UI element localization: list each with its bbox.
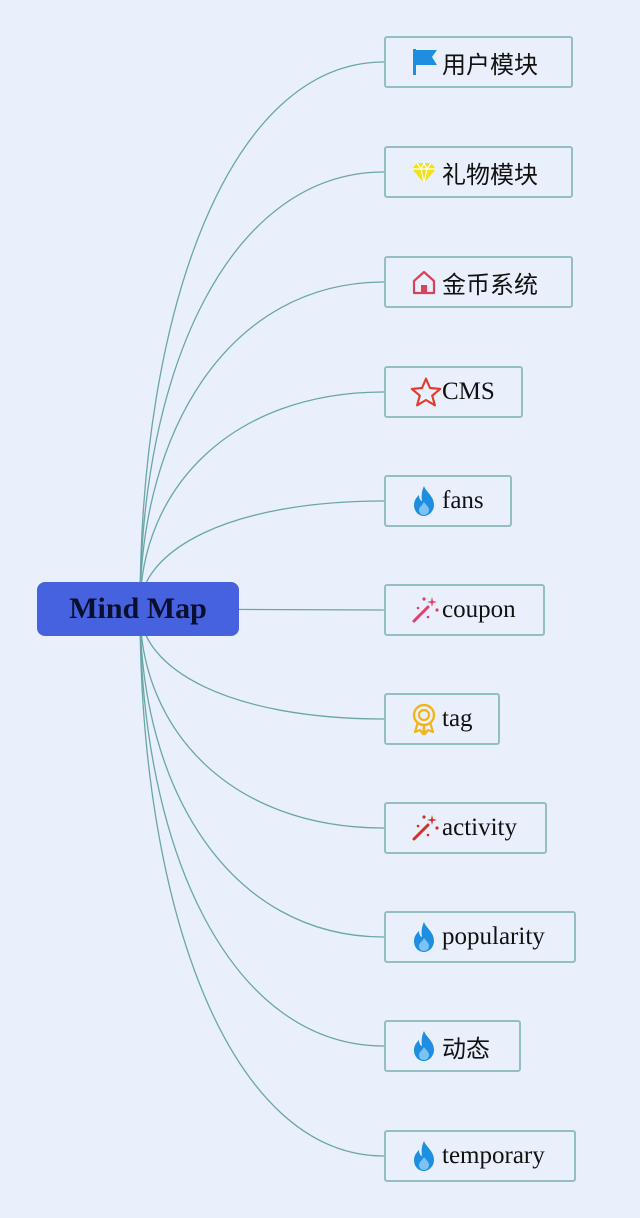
- connector-line: [139, 281, 385, 610]
- topic-label: popularity: [442, 923, 545, 950]
- fire-icon: [410, 1140, 442, 1172]
- topic-node[interactable]: coupon: [384, 584, 545, 636]
- topic-label: activity: [442, 814, 517, 841]
- topic-label: 礼物模块: [442, 160, 538, 189]
- topic-node[interactable]: activity: [384, 802, 547, 854]
- topic-node[interactable]: fans: [384, 475, 512, 527]
- connector-line: [139, 171, 385, 610]
- magic-wand-icon: [410, 812, 442, 844]
- topic-label: 金币系统: [442, 270, 538, 299]
- star-icon: [410, 376, 442, 408]
- root-node[interactable]: Mind Map: [37, 582, 239, 636]
- topic-node[interactable]: 礼物模块: [384, 146, 573, 198]
- topic-label: 用户模块: [442, 50, 538, 79]
- connector-line: [139, 608, 385, 1047]
- flag-icon: [410, 46, 442, 78]
- connector-line: [139, 61, 385, 610]
- topic-label: 动态: [442, 1034, 490, 1063]
- diamond-icon: [410, 156, 442, 188]
- topic-node[interactable]: popularity: [384, 911, 576, 963]
- topic-node[interactable]: 用户模块: [384, 36, 573, 88]
- topic-node[interactable]: 金币系统: [384, 256, 573, 308]
- connector-line: [139, 391, 385, 610]
- topic-label: coupon: [442, 596, 516, 623]
- topic-node[interactable]: temporary: [384, 1130, 576, 1182]
- fire-icon: [410, 1030, 442, 1062]
- magic-wand-icon: [410, 594, 442, 626]
- topic-node[interactable]: 动态: [384, 1020, 521, 1072]
- connector-line: [139, 608, 385, 1157]
- connector-line: [139, 608, 385, 938]
- topic-node[interactable]: tag: [384, 693, 500, 745]
- root-label: Mind Map: [69, 592, 207, 625]
- fire-icon: [410, 485, 442, 517]
- home-icon: [410, 266, 442, 298]
- connector-line: [139, 608, 385, 829]
- topic-label: tag: [442, 705, 473, 732]
- fire-icon: [410, 921, 442, 953]
- topic-label: CMS: [442, 378, 495, 405]
- topic-label: temporary: [442, 1142, 545, 1169]
- award-icon: [410, 703, 442, 735]
- topic-label: fans: [442, 487, 484, 514]
- topic-node[interactable]: CMS: [384, 366, 523, 418]
